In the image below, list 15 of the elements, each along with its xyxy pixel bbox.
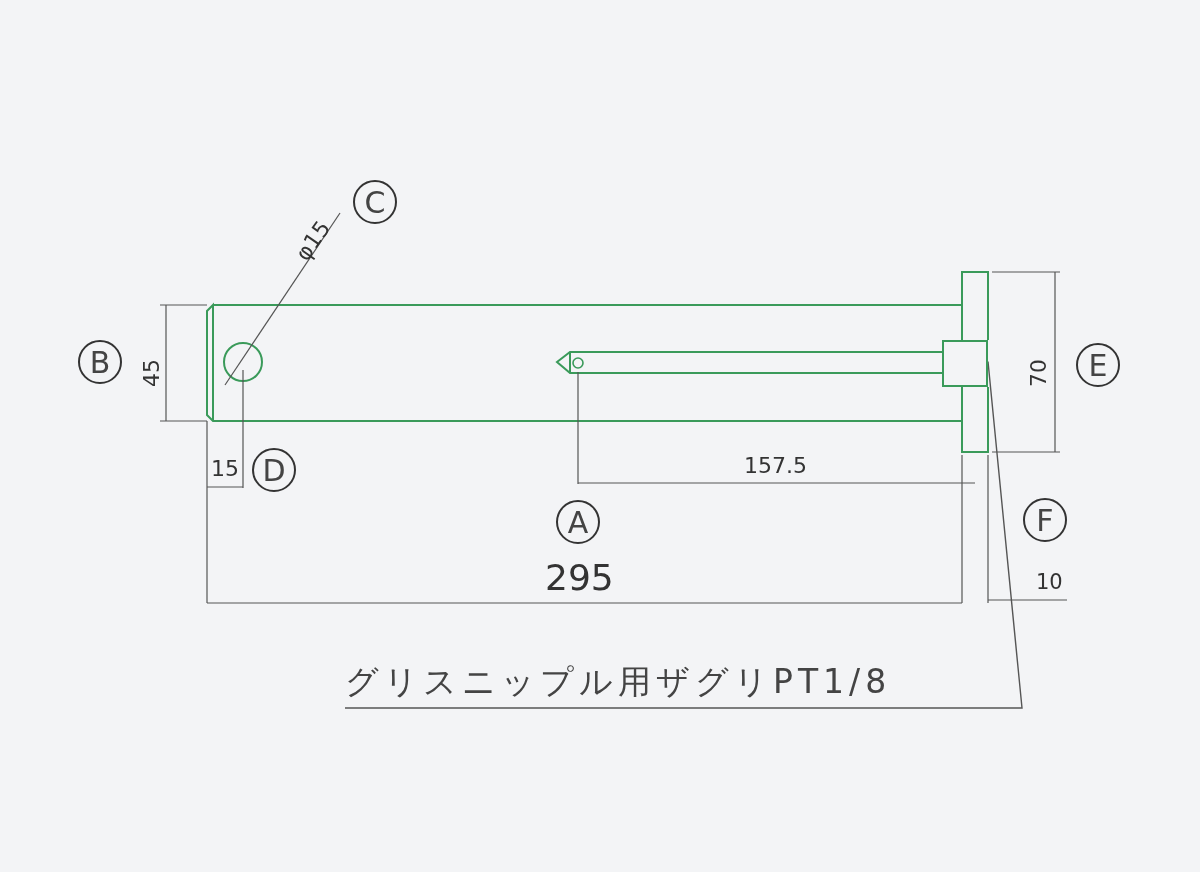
dimension-text: 45	[141, 359, 163, 387]
callout-letter: B	[78, 340, 122, 384]
dimension-text: 295	[545, 560, 614, 596]
callout-letter: F	[1023, 498, 1067, 542]
dimension-text: 15	[211, 458, 239, 480]
callout-letter: A	[556, 500, 600, 544]
dimension-text: 70	[1028, 359, 1050, 387]
callout-letter: D	[252, 448, 296, 492]
hub-block	[942, 340, 988, 387]
leader-line	[344, 360, 1023, 709]
callout-letter: C	[353, 180, 397, 224]
dimension-text: 157.5	[744, 455, 807, 477]
callout-letter: E	[1076, 343, 1120, 387]
dimension-text: 10	[1036, 572, 1063, 593]
note-text: グリスニップル用ザグリPT1/8	[345, 662, 990, 708]
